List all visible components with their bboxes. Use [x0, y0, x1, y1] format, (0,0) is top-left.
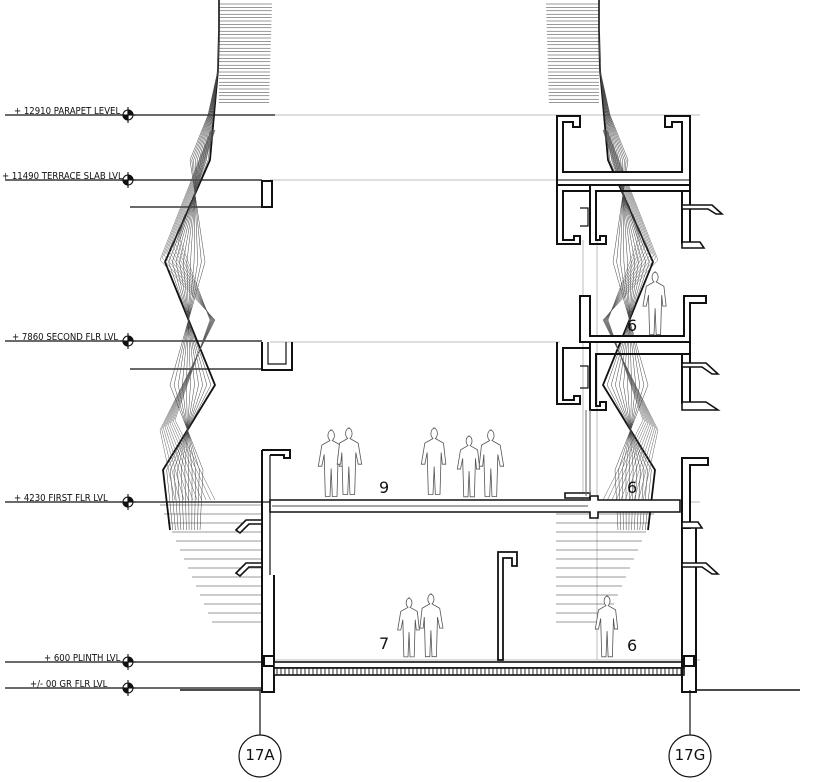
room-number-second-side: 6: [627, 316, 638, 335]
level-marker: [120, 680, 136, 696]
grid-bubble-17a: [238, 734, 282, 778]
level-marker: [120, 172, 136, 188]
level-label-first-floor: + 4230 FIRST FLR LVL: [14, 493, 108, 504]
grid-label-17a: 17A: [245, 746, 275, 764]
level-marker: [120, 107, 136, 123]
level-label-second-floor: + 7860 SECOND FLR LVL: [12, 332, 119, 343]
left-sunshades: [234, 519, 263, 578]
human-figure: [420, 427, 447, 495]
human-figure: [456, 435, 481, 498]
left-facade-fins: [159, 0, 272, 623]
level-marker: [120, 654, 136, 670]
level-markers: [120, 107, 136, 696]
grid-lines: [238, 690, 712, 778]
left-wall: [261, 180, 293, 693]
human-figure: [317, 429, 344, 497]
level-label-ground: +/- 00 GR FLR LVL: [30, 679, 108, 690]
human-figure: [594, 595, 619, 658]
human-figure: [419, 593, 444, 658]
level-label-plinth: + 600 PLINTH LVL: [44, 653, 121, 664]
room-number-7: 7: [379, 634, 390, 653]
level-marker: [120, 494, 136, 510]
ground-internal-column: [497, 551, 518, 661]
level-marker: [120, 333, 136, 349]
first-floor-slab: [269, 492, 681, 519]
human-figure: [397, 597, 420, 658]
grid-label-17g: 17G: [674, 746, 706, 764]
human-figure: [478, 429, 505, 497]
human-figures: [317, 271, 667, 658]
human-figure: [642, 271, 667, 336]
level-label-parapet: + 12910 PARAPET LEVEL: [14, 106, 121, 117]
right-structure: [556, 115, 709, 693]
grid-bubble-17g: [668, 734, 712, 778]
right-facade-fins: [546, 0, 659, 623]
room-number-ground-side: 6: [627, 636, 638, 655]
level-label-terrace: + 11490 TERRACE SLAB LVL: [2, 171, 123, 182]
human-figure: [336, 427, 363, 495]
room-number-9: 9: [379, 478, 390, 497]
level-leaders: [5, 114, 275, 689]
room-number-first-side: 6: [627, 478, 638, 497]
glazing: [585, 410, 591, 496]
right-sunshades: [681, 204, 725, 575]
